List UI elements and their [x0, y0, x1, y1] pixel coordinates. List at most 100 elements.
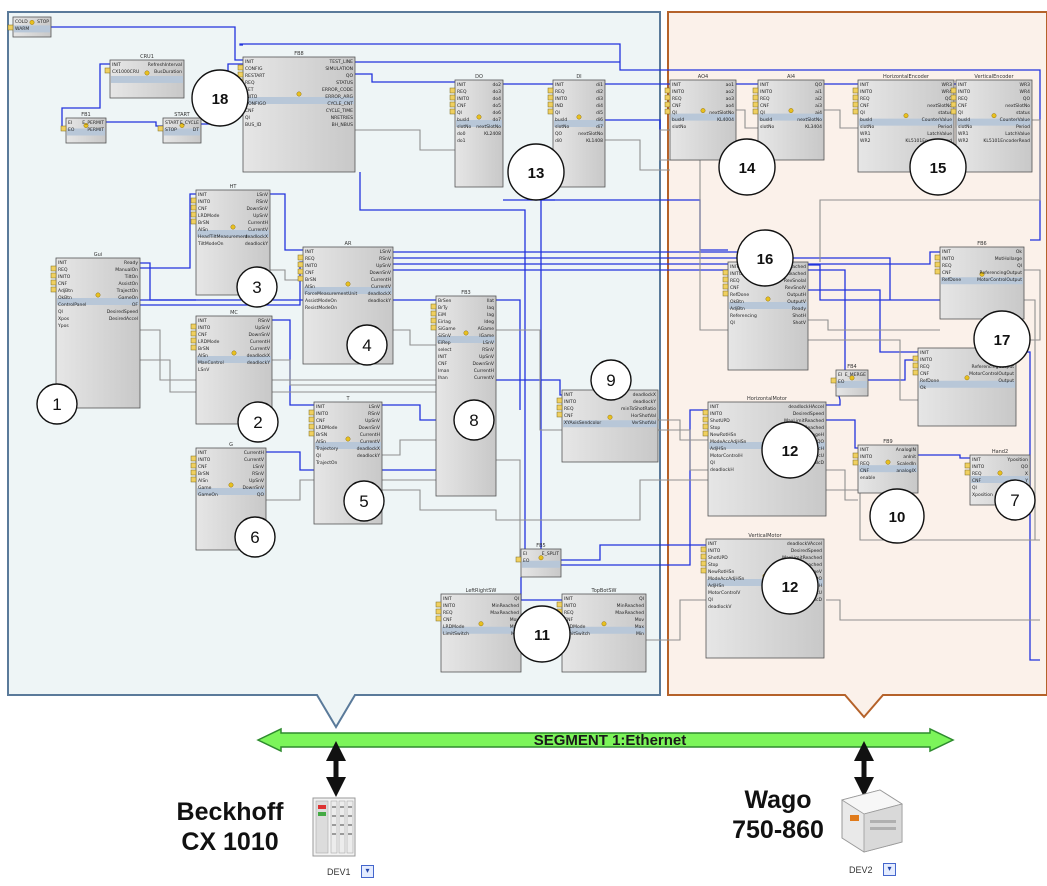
input-connector[interactable]: [951, 95, 956, 100]
input-connector[interactable]: [105, 68, 110, 73]
function-block[interactable]: FB8INITCONFIGRESTARTREQSETINITOCONFIGOCN…: [238, 51, 355, 172]
input-connector[interactable]: [723, 284, 728, 289]
input-connector[interactable]: [309, 417, 314, 422]
input-connector[interactable]: [191, 324, 196, 329]
input-connector[interactable]: [935, 269, 940, 274]
input-connector[interactable]: [8, 25, 13, 30]
input-connector[interactable]: [831, 378, 836, 383]
input-connector[interactable]: [309, 424, 314, 429]
input-connector[interactable]: [853, 95, 858, 100]
input-connector[interactable]: [853, 102, 858, 107]
input-connector[interactable]: [951, 88, 956, 93]
function-block[interactable]: AO4INITINITOREQCNFQIbusIdslotNoao1ao2ao3…: [665, 74, 736, 160]
input-connector[interactable]: [703, 410, 708, 415]
input-connector[interactable]: [703, 417, 708, 422]
input-connector[interactable]: [431, 311, 436, 316]
input-connector[interactable]: [51, 273, 56, 278]
input-connector[interactable]: [548, 95, 553, 100]
input-connector[interactable]: [436, 609, 441, 614]
input-connector[interactable]: [298, 269, 303, 274]
function-block[interactable]: FB6INITINITOREQCNFRefDoneOkMotHollargeQI…: [935, 241, 1024, 319]
input-connector[interactable]: [701, 547, 706, 552]
input-connector[interactable]: [158, 126, 163, 131]
function-block[interactable]: FB9INITINITOREQCNFenableAnalogINanInitSc…: [853, 439, 918, 493]
input-connector[interactable]: [853, 453, 858, 458]
input-connector[interactable]: [753, 88, 758, 93]
dev2-dropdown-icon[interactable]: ▾: [883, 863, 896, 876]
input-connector[interactable]: [191, 198, 196, 203]
input-connector[interactable]: [853, 460, 858, 465]
dev1-dropdown-icon[interactable]: ▾: [361, 865, 374, 878]
input-connector[interactable]: [703, 431, 708, 436]
input-connector[interactable]: [191, 477, 196, 482]
input-connector[interactable]: [701, 561, 706, 566]
input-connector[interactable]: [191, 338, 196, 343]
input-connector[interactable]: [548, 88, 553, 93]
input-connector[interactable]: [723, 291, 728, 296]
function-block[interactable]: GuiINITREQINITOCNFAdjBtnOkBtnControlPane…: [51, 252, 140, 408]
input-connector[interactable]: [557, 405, 562, 410]
input-connector[interactable]: [703, 424, 708, 429]
function-block[interactable]: DOINITREQINITOCNFQIbusIdslotNodo0do1do2d…: [450, 74, 503, 187]
input-connector[interactable]: [853, 88, 858, 93]
input-connector[interactable]: [723, 270, 728, 275]
input-connector[interactable]: [51, 287, 56, 292]
input-connector[interactable]: [191, 345, 196, 350]
input-connector[interactable]: [913, 370, 918, 375]
input-connector[interactable]: [913, 356, 918, 361]
input-connector[interactable]: [665, 95, 670, 100]
input-connector[interactable]: [665, 88, 670, 93]
input-connector[interactable]: [298, 255, 303, 260]
input-connector[interactable]: [951, 109, 956, 114]
input-connector[interactable]: [431, 318, 436, 323]
input-connector[interactable]: [853, 109, 858, 114]
input-connector[interactable]: [965, 470, 970, 475]
input-connector[interactable]: [238, 65, 243, 70]
input-connector[interactable]: [557, 602, 562, 607]
input-connector[interactable]: [191, 212, 196, 217]
input-connector[interactable]: [665, 109, 670, 114]
input-connector[interactable]: [51, 280, 56, 285]
function-block[interactable]: LeftRightSWINITINITOREQCNFLRDModeLimitSw…: [436, 588, 521, 672]
input-connector[interactable]: [516, 557, 521, 562]
input-connector[interactable]: [298, 276, 303, 281]
input-connector[interactable]: [935, 262, 940, 267]
input-connector[interactable]: [753, 95, 758, 100]
input-connector[interactable]: [701, 568, 706, 573]
input-connector[interactable]: [450, 109, 455, 114]
input-connector[interactable]: [723, 277, 728, 282]
input-connector[interactable]: [51, 266, 56, 271]
input-connector[interactable]: [191, 331, 196, 336]
input-connector[interactable]: [935, 255, 940, 260]
input-connector[interactable]: [951, 102, 956, 107]
input-connector[interactable]: [436, 616, 441, 621]
input-connector[interactable]: [191, 219, 196, 224]
input-connector[interactable]: [191, 205, 196, 210]
function-block[interactable]: FB3BrSenBrTyEiMEirlagSiGameSiSnVEiRepsel…: [431, 290, 496, 496]
input-connector[interactable]: [450, 88, 455, 93]
input-connector[interactable]: [557, 412, 562, 417]
input-connector[interactable]: [431, 304, 436, 309]
input-connector[interactable]: [191, 470, 196, 475]
input-connector[interactable]: [309, 431, 314, 436]
input-connector[interactable]: [309, 410, 314, 415]
input-connector[interactable]: [753, 102, 758, 107]
input-connector[interactable]: [436, 602, 441, 607]
function-block[interactable]: INITINITOREQCNFXYAxisSendcolordeadlockXd…: [557, 390, 658, 462]
input-connector[interactable]: [298, 262, 303, 267]
input-connector[interactable]: [557, 398, 562, 403]
input-connector[interactable]: [665, 102, 670, 107]
input-connector[interactable]: [238, 72, 243, 77]
input-connector[interactable]: [450, 102, 455, 107]
input-connector[interactable]: [61, 126, 66, 131]
input-connector[interactable]: [191, 456, 196, 461]
input-connector[interactable]: [701, 554, 706, 559]
input-connector[interactable]: [548, 102, 553, 107]
input-connector[interactable]: [753, 109, 758, 114]
input-connector[interactable]: [191, 463, 196, 468]
function-block[interactable]: CRU1INITCX1000CRURefreshIntervalBusDurat…: [105, 54, 184, 98]
input-connector[interactable]: [548, 109, 553, 114]
input-connector[interactable]: [913, 363, 918, 368]
input-connector[interactable]: [431, 325, 436, 330]
